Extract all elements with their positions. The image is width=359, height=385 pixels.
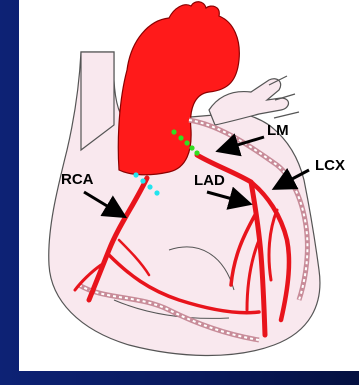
coronary-anatomy-diagram: RCA LM LAD LCX bbox=[19, 0, 359, 371]
left-ostium-dot bbox=[189, 145, 194, 150]
left-ostium-dot bbox=[171, 129, 176, 134]
left-ostium-dot bbox=[178, 135, 183, 140]
right-ostium-dot bbox=[140, 178, 145, 183]
right-ostium-dot bbox=[154, 190, 159, 195]
left-ostium-dot bbox=[194, 150, 199, 155]
right-ostium-dot bbox=[147, 184, 152, 189]
rca-label: RCA bbox=[61, 171, 94, 188]
heart-diagram-panel: RCA LM LAD LCX bbox=[19, 0, 359, 371]
left-ostium-dot bbox=[184, 140, 189, 145]
right-ostium-dot bbox=[133, 172, 138, 177]
lad-label: LAD bbox=[194, 172, 225, 189]
lcx-label: LCX bbox=[315, 157, 345, 174]
lm-label: LM bbox=[267, 122, 289, 139]
